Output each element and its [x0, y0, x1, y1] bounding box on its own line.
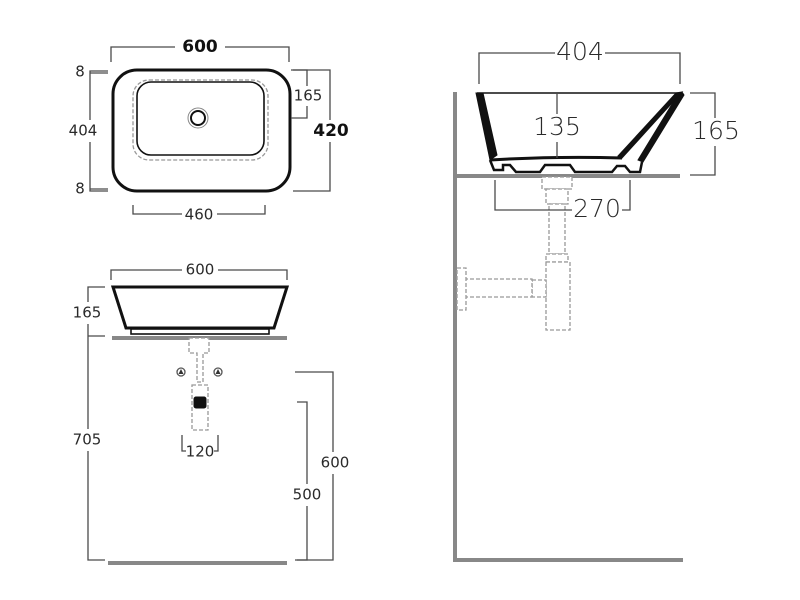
dim-side-inner-depth: 135 [533, 112, 581, 141]
dim-side-height: 165 [692, 116, 740, 145]
dim-rim-bottom: 8 [75, 180, 85, 198]
dim-basin-width: 460 [185, 206, 214, 224]
drain-hole [190, 110, 206, 126]
drain-icon [187, 107, 209, 129]
dim-trap-spacing: 120 [186, 443, 215, 461]
dim-line-front-width [110, 269, 288, 280]
dim-line-width [110, 46, 290, 62]
dim-line-basin [132, 205, 266, 215]
dim-waste-height: 500 [293, 486, 322, 504]
dim-width: 600 [182, 37, 218, 57]
dim-line-side-width [478, 52, 681, 84]
front-view: 600 120 165 705 600 500 [70, 261, 352, 565]
dim-foot-width: 270 [573, 194, 621, 223]
dim-side-width: 404 [556, 37, 604, 66]
supply-valve-right-icon [213, 367, 223, 377]
bottle-trap-hidden [456, 176, 573, 331]
dim-supply-height: 600 [321, 454, 350, 472]
waste-outlet-icon [193, 396, 207, 409]
dim-front-width: 600 [186, 261, 215, 279]
side-view: 404 135 165 270 [453, 37, 740, 562]
basin-side [110, 285, 290, 330]
dim-rim-top: 8 [75, 63, 85, 81]
dim-front-height: 165 [73, 304, 102, 322]
supply-valve-left-icon [176, 367, 186, 377]
dim-drain-offset: 165 [294, 87, 323, 105]
dim-inner-depth: 404 [69, 122, 98, 140]
dim-line-waste [297, 401, 308, 561]
dim-depth: 420 [313, 121, 349, 141]
top-view: 600 8 404 8 165 420 460 [66, 37, 349, 224]
basin-bowl-hidden [132, 79, 269, 161]
dim-line-height [87, 286, 105, 561]
basin-section [475, 91, 685, 174]
dim-counter-height: 705 [73, 431, 102, 449]
waste-pipe [188, 337, 210, 383]
dim-line-spacing [181, 435, 219, 452]
basin-foot [130, 328, 270, 335]
dim-line-foot [494, 180, 631, 211]
